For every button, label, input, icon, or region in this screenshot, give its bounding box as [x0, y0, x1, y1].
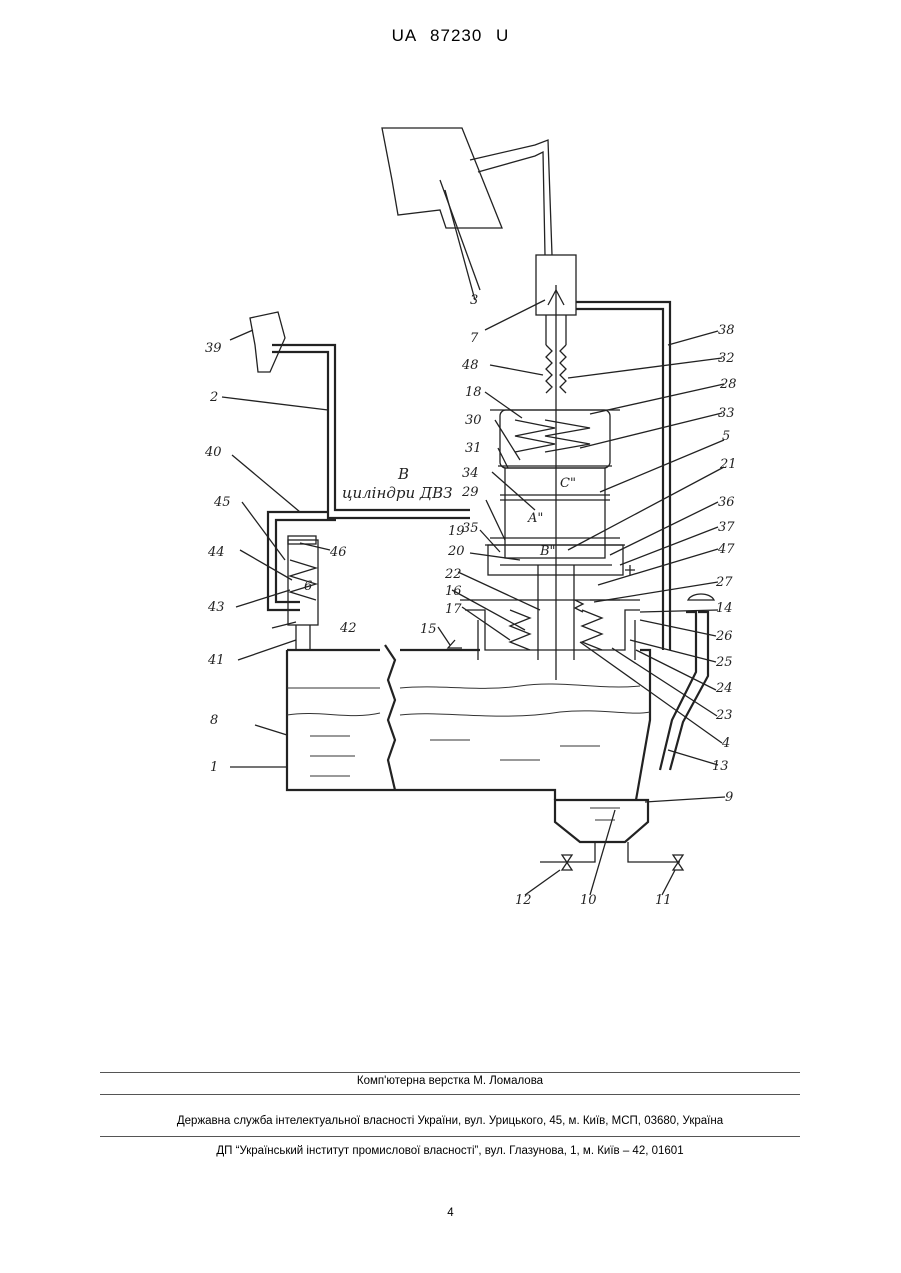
- ref-label: 27: [715, 575, 733, 590]
- ref-label: 7: [470, 331, 479, 346]
- ref-label: 14: [716, 601, 733, 616]
- ref-label: 6: [304, 579, 312, 594]
- ref-label: 15: [420, 622, 437, 637]
- ref-label: 41: [207, 653, 225, 668]
- ref-label: 9: [725, 790, 733, 805]
- footer-service-address: Державна служба інтелектуальної власност…: [100, 1115, 800, 1127]
- ref-label: 4: [721, 736, 730, 751]
- ref-label: 31: [465, 441, 482, 456]
- drawing-text-b: B: [397, 465, 409, 483]
- ref-label: 22: [444, 567, 462, 582]
- ref-label: 37: [718, 520, 735, 535]
- ref-label: 36: [718, 495, 735, 510]
- ref-label: 16: [445, 584, 462, 599]
- ref-label: 20: [447, 544, 465, 559]
- ref-label: 10: [580, 893, 597, 908]
- ref-label: 45: [213, 495, 231, 510]
- ref-label: 29: [461, 485, 479, 500]
- ref-label: 21: [719, 457, 737, 472]
- ref-label: 18: [465, 385, 482, 400]
- ref-label: 44: [207, 545, 225, 560]
- fuel-tank: [287, 645, 683, 870]
- ref-label: 17: [445, 602, 462, 617]
- ref-label: 39: [205, 341, 222, 356]
- drawing-text-cylinders: циліндри ДВЗ: [342, 484, 452, 502]
- air-intake-pipe: [382, 128, 552, 290]
- ref-label: 1: [210, 760, 218, 775]
- footer-divider: [100, 1136, 800, 1137]
- technical-drawing: B циліндри ДВЗ C" A" B" 1 2 3 4 5 6 7 8 …: [0, 0, 901, 1000]
- ref-label: 23: [715, 708, 733, 723]
- ref-label: 5: [722, 429, 730, 444]
- ref-label: 43: [207, 600, 225, 615]
- drawing-text-chamber-a: A": [527, 511, 543, 526]
- pipe-13: [660, 594, 714, 770]
- ref-label: 12: [515, 893, 532, 908]
- ref-label: 24: [715, 681, 733, 696]
- page-number: 4: [0, 1207, 901, 1219]
- ref-label: 47: [717, 542, 735, 557]
- ref-label: 26: [715, 629, 733, 644]
- ref-label: 38: [718, 323, 735, 338]
- ref-label: 40: [204, 445, 222, 460]
- ref-label: 30: [465, 413, 482, 428]
- footer-layout-credit: Комп'ютерна верстка М. Ломалова: [100, 1075, 800, 1087]
- ref-label: 33: [718, 406, 735, 421]
- ref-label: 11: [655, 893, 672, 908]
- condenser: [288, 536, 318, 650]
- ref-label: 25: [715, 655, 733, 670]
- ref-label: 42: [339, 621, 357, 636]
- ref-label: 34: [462, 466, 479, 481]
- ref-label: 32: [718, 351, 735, 366]
- ref-label: 48: [461, 358, 479, 373]
- drawing-text-chamber-c: C": [560, 476, 576, 491]
- footer-divider: [100, 1072, 800, 1073]
- ref-label: 28: [719, 377, 737, 392]
- ref-label: 8: [210, 713, 218, 728]
- drawing-text-chamber-b: B": [539, 544, 556, 559]
- ref-label: 3: [470, 293, 478, 308]
- ref-label: 2: [209, 390, 218, 405]
- ref-label: 46: [329, 545, 347, 560]
- ref-label: 35: [462, 521, 479, 536]
- footer-institute-address: ДП “Український інститут промислової вла…: [100, 1145, 800, 1157]
- valve-body: [536, 255, 576, 440]
- footer-divider: [100, 1094, 800, 1095]
- lower-body: [448, 565, 640, 660]
- ref-label: 13: [712, 759, 729, 774]
